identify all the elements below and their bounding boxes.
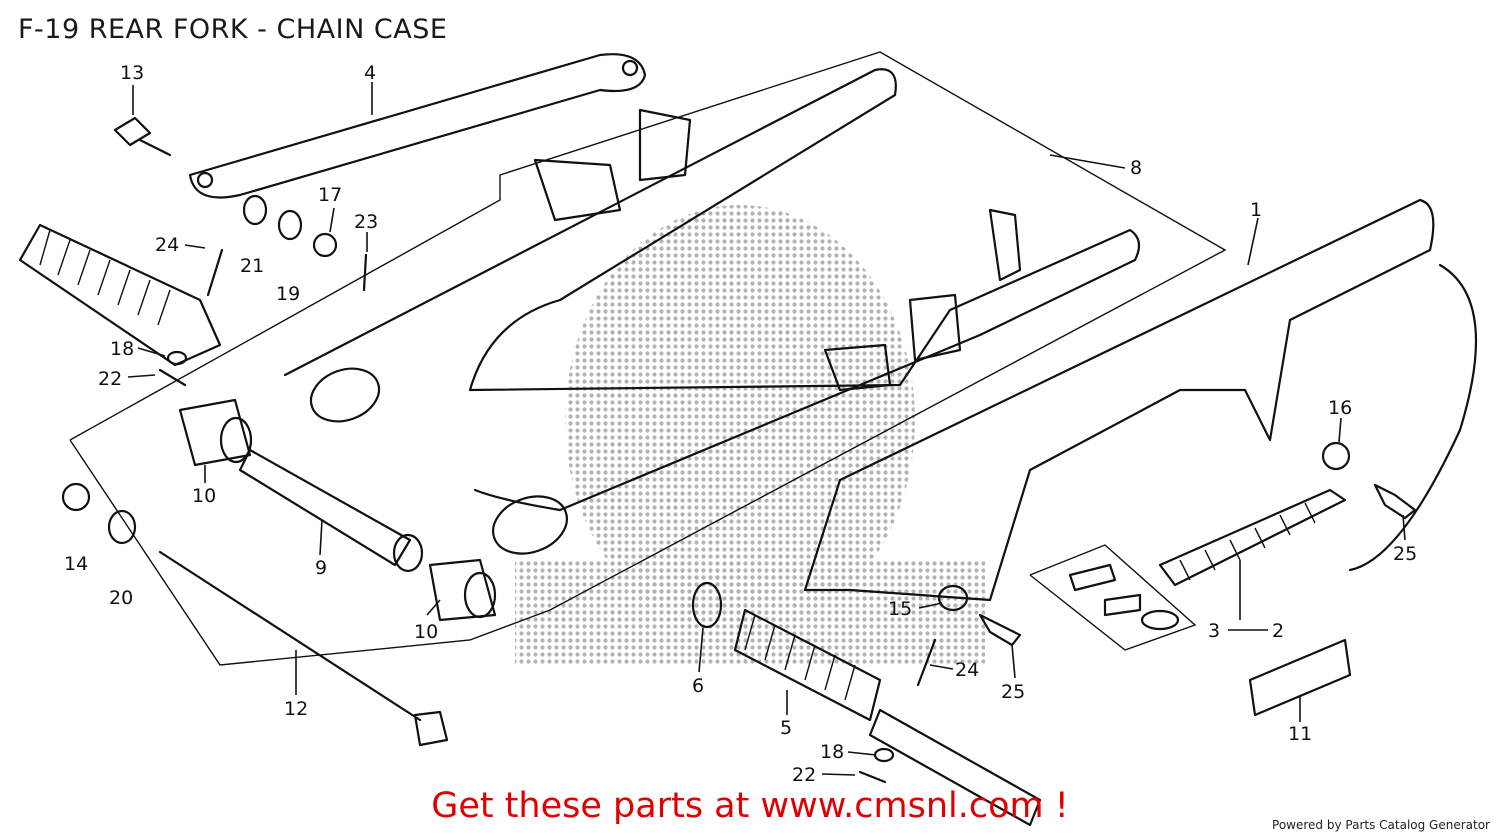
callout-14: 14 <box>64 553 88 575</box>
watermark-logo <box>515 205 985 665</box>
callout-18-lower: 18 <box>820 741 844 763</box>
callout-19: 19 <box>276 283 300 305</box>
callout-4: 4 <box>364 62 376 84</box>
part-16-nut <box>1321 441 1351 471</box>
part-4-stay <box>188 53 647 199</box>
part-6-washer <box>691 581 723 629</box>
callout-8: 8 <box>1130 157 1142 179</box>
part-17-nut <box>312 232 338 258</box>
part-18-washer <box>166 350 188 366</box>
part-22-cotter-lower <box>858 770 887 784</box>
callout-25-lower: 25 <box>1001 681 1025 703</box>
part-14-nut <box>61 482 91 512</box>
callout-5: 5 <box>780 717 792 739</box>
part-24-pin-lower <box>916 638 937 687</box>
part-11-label <box>1248 638 1352 717</box>
part-13-bolt <box>113 116 172 157</box>
part-10-bushing-lower <box>428 558 497 622</box>
part-9-collar <box>238 448 424 573</box>
powered-by-footer: Powered by Parts Catalog Generator <box>1272 818 1490 832</box>
part-21-washer <box>242 194 268 226</box>
part-8-swingarm <box>283 68 1141 555</box>
callout-10-upper: 10 <box>192 485 216 507</box>
part-25-bolt-lower <box>978 613 1022 647</box>
callout-10-lower: 10 <box>414 621 438 643</box>
callout-3: 3 <box>1208 620 1220 642</box>
callout-11: 11 <box>1288 723 1312 745</box>
part-22-cotter <box>158 368 187 387</box>
get-parts-link[interactable]: Get these parts at www.cmsnl.com ! <box>431 786 1069 826</box>
part-12-pivot-bolt <box>158 550 449 747</box>
callout-17: 17 <box>318 184 342 206</box>
part-24-pin <box>206 248 224 297</box>
callout-25-right: 25 <box>1393 543 1417 565</box>
callout-24-upper: 24 <box>155 234 179 256</box>
callout-1: 1 <box>1250 199 1262 221</box>
part-25-bolt-right <box>1373 483 1417 520</box>
callout-22-upper: 22 <box>98 368 122 390</box>
assembly-outline <box>69 51 1227 666</box>
part-left-spring <box>18 223 222 367</box>
callout-23: 23 <box>354 211 378 233</box>
callout-2: 2 <box>1272 620 1284 642</box>
callout-6: 6 <box>692 675 704 697</box>
callout-24-lower: 24 <box>955 659 979 681</box>
callout-16: 16 <box>1328 397 1352 419</box>
callout-21: 21 <box>240 255 264 277</box>
part-2-drive-chain <box>1158 488 1347 587</box>
part-20-washer <box>107 509 137 545</box>
callout-15: 15 <box>888 598 912 620</box>
part-3-joint-set <box>1029 544 1197 651</box>
leader-lines <box>127 82 1406 776</box>
callout-13: 13 <box>120 62 144 84</box>
part-19-washer <box>277 209 303 241</box>
part-5-spring <box>733 608 882 722</box>
callout-22-lower: 22 <box>792 764 816 786</box>
diagram-title: F-19 REAR FORK - CHAIN CASE <box>18 14 448 45</box>
part-23-pin <box>362 253 368 292</box>
callout-labels: 13 4 8 1 17 23 24 21 19 18 22 10 14 9 20… <box>64 62 1417 786</box>
callout-20: 20 <box>109 587 133 609</box>
callout-12: 12 <box>284 698 308 720</box>
part-15-washer <box>937 584 969 612</box>
part-1-chain-case <box>803 198 1478 602</box>
part-10-bushing-upper <box>178 398 253 467</box>
part-rod <box>868 708 1042 827</box>
part-18-washer-lower <box>873 747 895 763</box>
callout-9: 9 <box>315 557 327 579</box>
callout-18-upper: 18 <box>110 338 134 360</box>
